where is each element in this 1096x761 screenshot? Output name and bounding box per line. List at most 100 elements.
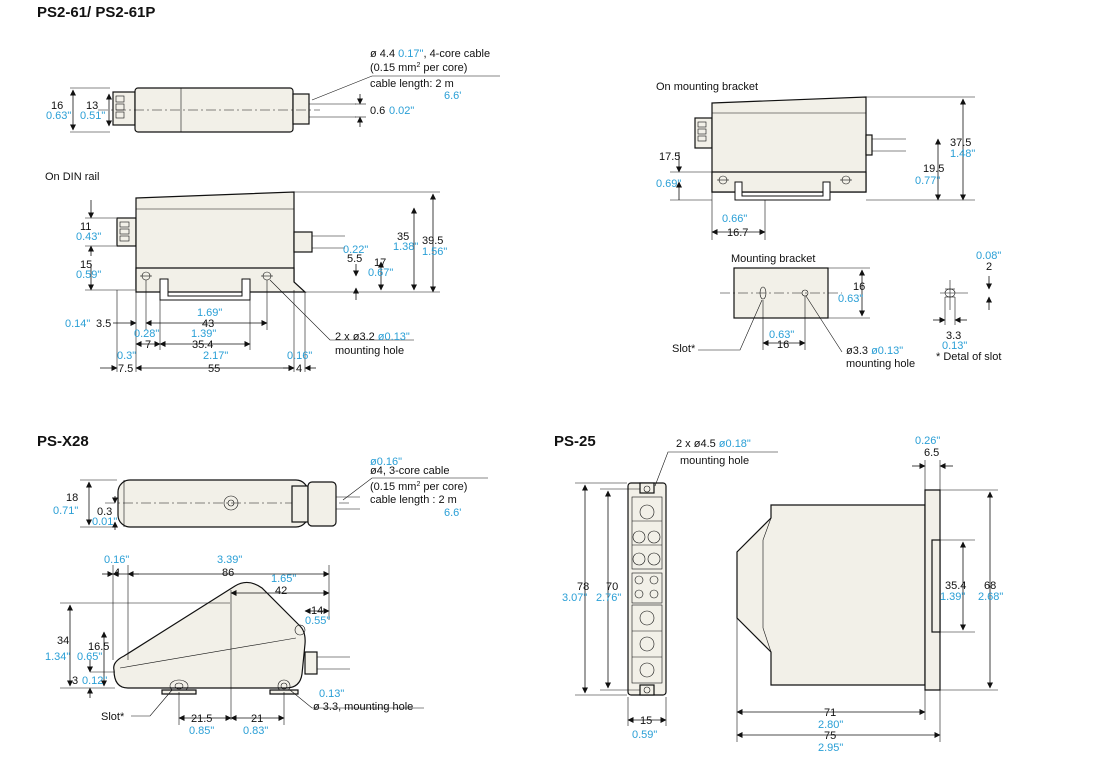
ps2-61-top-view [70,75,500,133]
dim-ps25-78: 78 [577,581,589,593]
dim-ps25-78-in: 3.07" [562,592,587,604]
dim-ps25-35-4-in: 1.39" [940,591,965,603]
dim-ps25-6-5: 6.5 [924,447,939,459]
dim-x28-21-5-in: 0.85" [189,725,214,737]
dim-x28-16-5: 16.5 [88,641,109,653]
dim-ps25-0-26-in: 0.26" [915,435,940,447]
dim-bracket-16-in: 0.63" [838,293,863,305]
dim-17-5-in: 0.69" [656,178,681,190]
title-ps-25: PS-25 [554,433,596,450]
dim-bracket-16w: 16 [777,339,789,351]
ps-25-side-view [736,460,998,742]
dim-15-in: 0.59" [76,269,101,281]
din-hole-spec: 2 x ø3.2 ø0.13" [335,331,410,343]
dim-37-5-in: 1.48" [950,148,975,160]
dim-11-in: 0.43" [76,231,101,243]
dim-0-22-in: 0.22" [343,244,368,256]
dim-x28-34: 34 [57,635,69,647]
dim-13-in: 0.51" [80,110,105,122]
dim-x28-3-39-in: 3.39" [217,554,242,566]
dim-43: 43 [202,318,214,330]
dim-x28-18: 18 [66,492,78,504]
dim-16: 16 [51,100,63,112]
mounting-bracket-side-view [670,96,975,240]
dim-16-7: 16.7 [727,227,748,239]
dim-x28-3-in: 0.12" [82,675,107,687]
dim-0-14-in: 0.14" [65,318,90,330]
ps-x28-side-view [60,565,424,725]
dim-0-28-in: 0.28" [134,328,159,340]
dim-37-5: 37.5 [950,137,971,149]
dim-3-5: 3.5 [96,318,111,330]
ps25-hole-spec: 2 x ø4.5 ø0.18" [676,438,751,450]
dim-19-5: 19.5 [923,163,944,175]
dim-ps25-70-in: 2.76" [596,592,621,604]
ps25-hole-label: mounting hole [680,455,749,467]
dim-x28-0-55-in: 0.55" [305,615,330,627]
dim-ps25-15: 15 [640,715,652,727]
dim-35-4: 35.4 [192,339,213,351]
dim-17-in: 0.67" [368,267,393,279]
ps2-61-din-rail-view [85,191,440,372]
ps2-61-cable-spec: ø 4.4 0.17", 4-core cable [370,48,490,60]
label-mounting-bracket: Mounting bracket [731,253,815,265]
dim-55: 55 [208,363,220,375]
dim-bracket-16: 16 [853,281,865,293]
dim-0-66-in: 0.66" [722,213,747,225]
psx28-hole-label: ø 3.3, mounting hole [313,701,413,713]
dim-x28-0-3-in: 0.01" [92,516,117,528]
ps-25-front-view [575,451,778,726]
ps2-61-cable-length: cable length: 2 m [370,78,454,90]
dim-ps25-70: 70 [606,581,618,593]
dim-ps25-71: 71 [824,707,836,719]
dim-11: 11 [80,221,91,233]
psx28-cable-ft: 6.6' [444,507,461,519]
dim-0-16-in: 0.16" [287,350,312,362]
dim-17-5: 17.5 [659,151,680,163]
title-ps-x28: PS-X28 [37,433,89,450]
dim-35-in: 1.38" [393,241,418,253]
din-hole-label: mounting hole [335,345,404,357]
dim-0-6: 0.6 [370,105,385,117]
dim-slot-0-08-in: 0.08" [976,250,1001,262]
bracket-hole-spec: ø3.3 ø0.13" [846,345,903,357]
dim-slot-0-13-in: 0.13" [942,340,967,352]
dim-7-5: 7.5 [118,363,133,375]
ps2-61-cable-length-ft: 6.6' [444,90,461,102]
label-on-din-rail: On DIN rail [45,171,99,183]
dim-ps25-75-in: 2.95" [818,742,843,754]
dim-15: 15 [80,259,92,271]
dim-1-39-in: 1.39" [191,328,216,340]
dim-x28-3: 3 [72,675,78,687]
dim-slot-2: 2 [986,261,992,273]
dim-35: 35 [397,231,409,243]
dim-x28-21-5: 21.5 [191,713,212,725]
dim-ps25-68-in: 2.68" [978,591,1003,603]
psx28-cable-spec: ø4, 3-core cable [370,465,449,477]
psx28-cable-core: (0.15 mm2 per core) [370,481,467,493]
dim-ps25-15-in: 0.59" [632,729,657,741]
dim-2-17-in: 2.17" [203,350,228,362]
dim-ps25-68: 68 [984,580,996,592]
dim-0-3-in: 0.3" [117,350,136,362]
dim-x28-42: 42 [275,585,287,597]
dim-x28-86: 86 [222,567,234,579]
dim-5-5: 5.5 [347,253,362,265]
mounting-bracket-view [698,267,992,353]
dim-0-6-in: 0.02" [389,105,414,117]
bracket-hole-label: mounting hole [846,358,915,370]
dim-1-69-in: 1.69" [197,307,222,319]
label-slot: Slot* [672,343,696,355]
ps-x28-top-view [80,477,488,530]
psx28-cable-length: cable length : 2 m [370,494,457,506]
psx28-cable-in: ø0.16" [370,456,402,468]
dim-13: 13 [86,100,98,112]
dim-16-in: 0.63" [46,110,71,122]
dim-x28-1-65-in: 1.65" [271,573,296,585]
dim-x28-14: 14 [311,605,323,617]
dim-x28-21-in: 0.83" [243,725,268,737]
label-detail-of-slot: * Detal of slot [936,351,1001,363]
dim-4: 4 [296,363,302,375]
label-on-mounting-bracket: On mounting bracket [656,81,758,93]
